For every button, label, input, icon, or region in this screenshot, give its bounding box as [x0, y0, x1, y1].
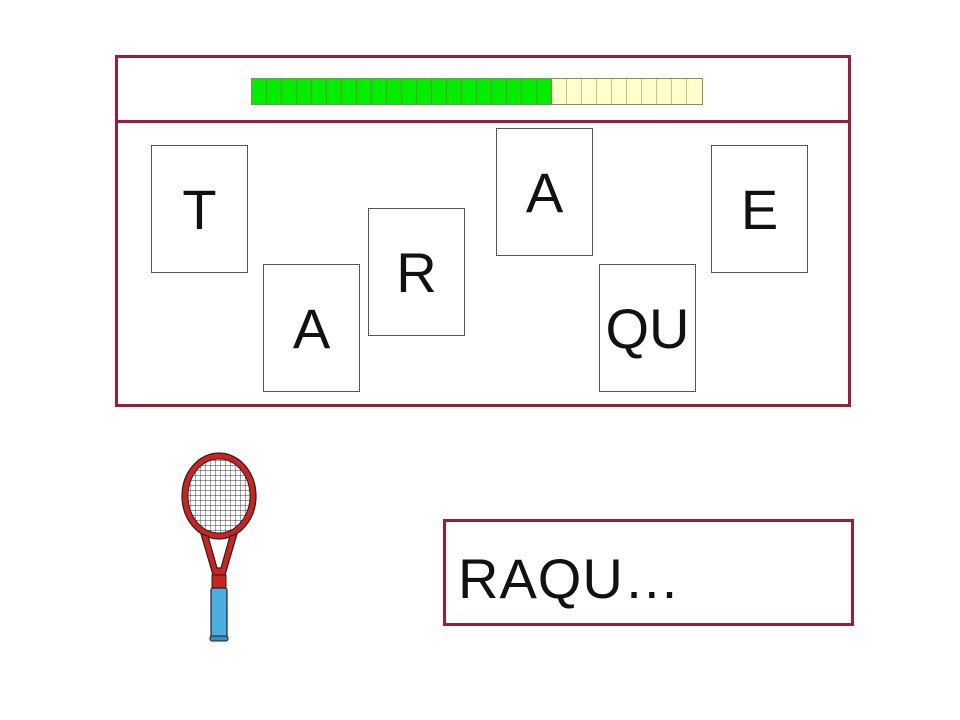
letter-card-qu[interactable]: QU	[599, 264, 696, 392]
progress-bar	[251, 78, 703, 105]
progress-segment-filled	[477, 79, 492, 104]
progress-segment-filled	[537, 79, 552, 104]
progress-segment-filled	[312, 79, 327, 104]
progress-segment-filled	[297, 79, 312, 104]
progress-segment-filled	[417, 79, 432, 104]
progress-segment-empty	[657, 79, 672, 104]
progress-segment-filled	[432, 79, 447, 104]
progress-segment-empty	[672, 79, 687, 104]
letter-card-a-2[interactable]: A	[496, 128, 593, 256]
progress-segment-filled	[402, 79, 417, 104]
progress-segment-empty	[687, 79, 702, 104]
progress-segment-empty	[597, 79, 612, 104]
progress-segment-empty	[567, 79, 582, 104]
letter-card-r[interactable]: R	[368, 208, 465, 336]
progress-segment-empty	[627, 79, 642, 104]
progress-segment-filled	[492, 79, 507, 104]
progress-segment-empty	[612, 79, 627, 104]
letter-board	[115, 55, 851, 407]
progress-segment-filled	[282, 79, 297, 104]
progress-segment-filled	[462, 79, 477, 104]
progress-segment-filled	[507, 79, 522, 104]
progress-segment-filled	[522, 79, 537, 104]
progress-segment-filled	[372, 79, 387, 104]
answer-box: RAQU…	[443, 519, 854, 626]
progress-segment-filled	[267, 79, 282, 104]
progress-segment-filled	[357, 79, 372, 104]
progress-segment-empty	[642, 79, 657, 104]
letter-card-a[interactable]: A	[263, 264, 360, 392]
progress-segment-empty	[552, 79, 567, 104]
progress-segment-empty	[582, 79, 597, 104]
tennis-racket-icon	[181, 452, 257, 642]
progress-segment-filled	[327, 79, 342, 104]
letter-card-t[interactable]: T	[151, 145, 248, 273]
board-divider	[118, 120, 848, 123]
letter-card-e[interactable]: E	[711, 145, 808, 273]
progress-segment-filled	[252, 79, 267, 104]
progress-segment-filled	[387, 79, 402, 104]
progress-segment-filled	[342, 79, 357, 104]
answer-text: RAQU…	[458, 547, 681, 610]
progress-segment-filled	[447, 79, 462, 104]
